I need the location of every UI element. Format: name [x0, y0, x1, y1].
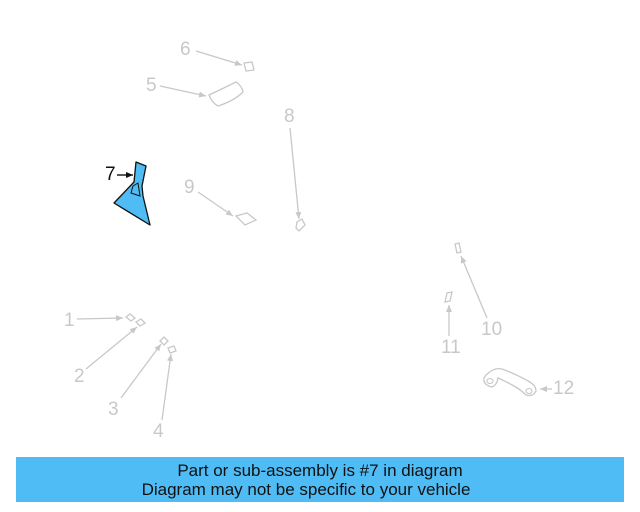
part-2-clip[interactable] — [85, 318, 147, 370]
part-10-clip[interactable] — [454, 242, 488, 319]
callout-4[interactable]: 4 — [153, 421, 164, 442]
part-11-clip[interactable] — [444, 291, 453, 336]
part-6-clip[interactable] — [195, 50, 255, 72]
callout-9[interactable]: 9 — [184, 177, 195, 198]
callout-1[interactable]: 1 — [64, 310, 75, 331]
part-12-grab-handle[interactable] — [483, 367, 552, 397]
banner-disclaimer: Diagram may not be specific to your vehi… — [141, 479, 471, 499]
callout-3[interactable]: 3 — [108, 399, 119, 420]
callout-6[interactable]: 6 — [180, 39, 191, 60]
callout-10[interactable]: 10 — [481, 319, 503, 340]
callout-11[interactable]: 11 — [441, 337, 461, 358]
callout-12[interactable]: 12 — [553, 378, 575, 399]
callout-5[interactable]: 5 — [146, 75, 157, 96]
part-7-pillar-trim[interactable] — [113, 161, 151, 226]
part-5-cover[interactable] — [159, 81, 244, 107]
banner-part-note: Part or sub-assembly is #7 in diagram — [177, 460, 463, 480]
callout-8[interactable]: 8 — [284, 106, 295, 127]
part-3-clip[interactable] — [120, 336, 169, 399]
part-1-clip[interactable] — [76, 313, 137, 322]
part-4-clip[interactable] — [161, 345, 177, 421]
part-8-clip[interactable] — [289, 127, 306, 232]
callout-2[interactable]: 2 — [74, 366, 85, 387]
part-9-clip[interactable] — [197, 191, 258, 226]
callout-7[interactable]: 7 — [105, 164, 116, 185]
info-banner: Part or sub-assembly is #7 in diagram Di… — [16, 457, 624, 502]
